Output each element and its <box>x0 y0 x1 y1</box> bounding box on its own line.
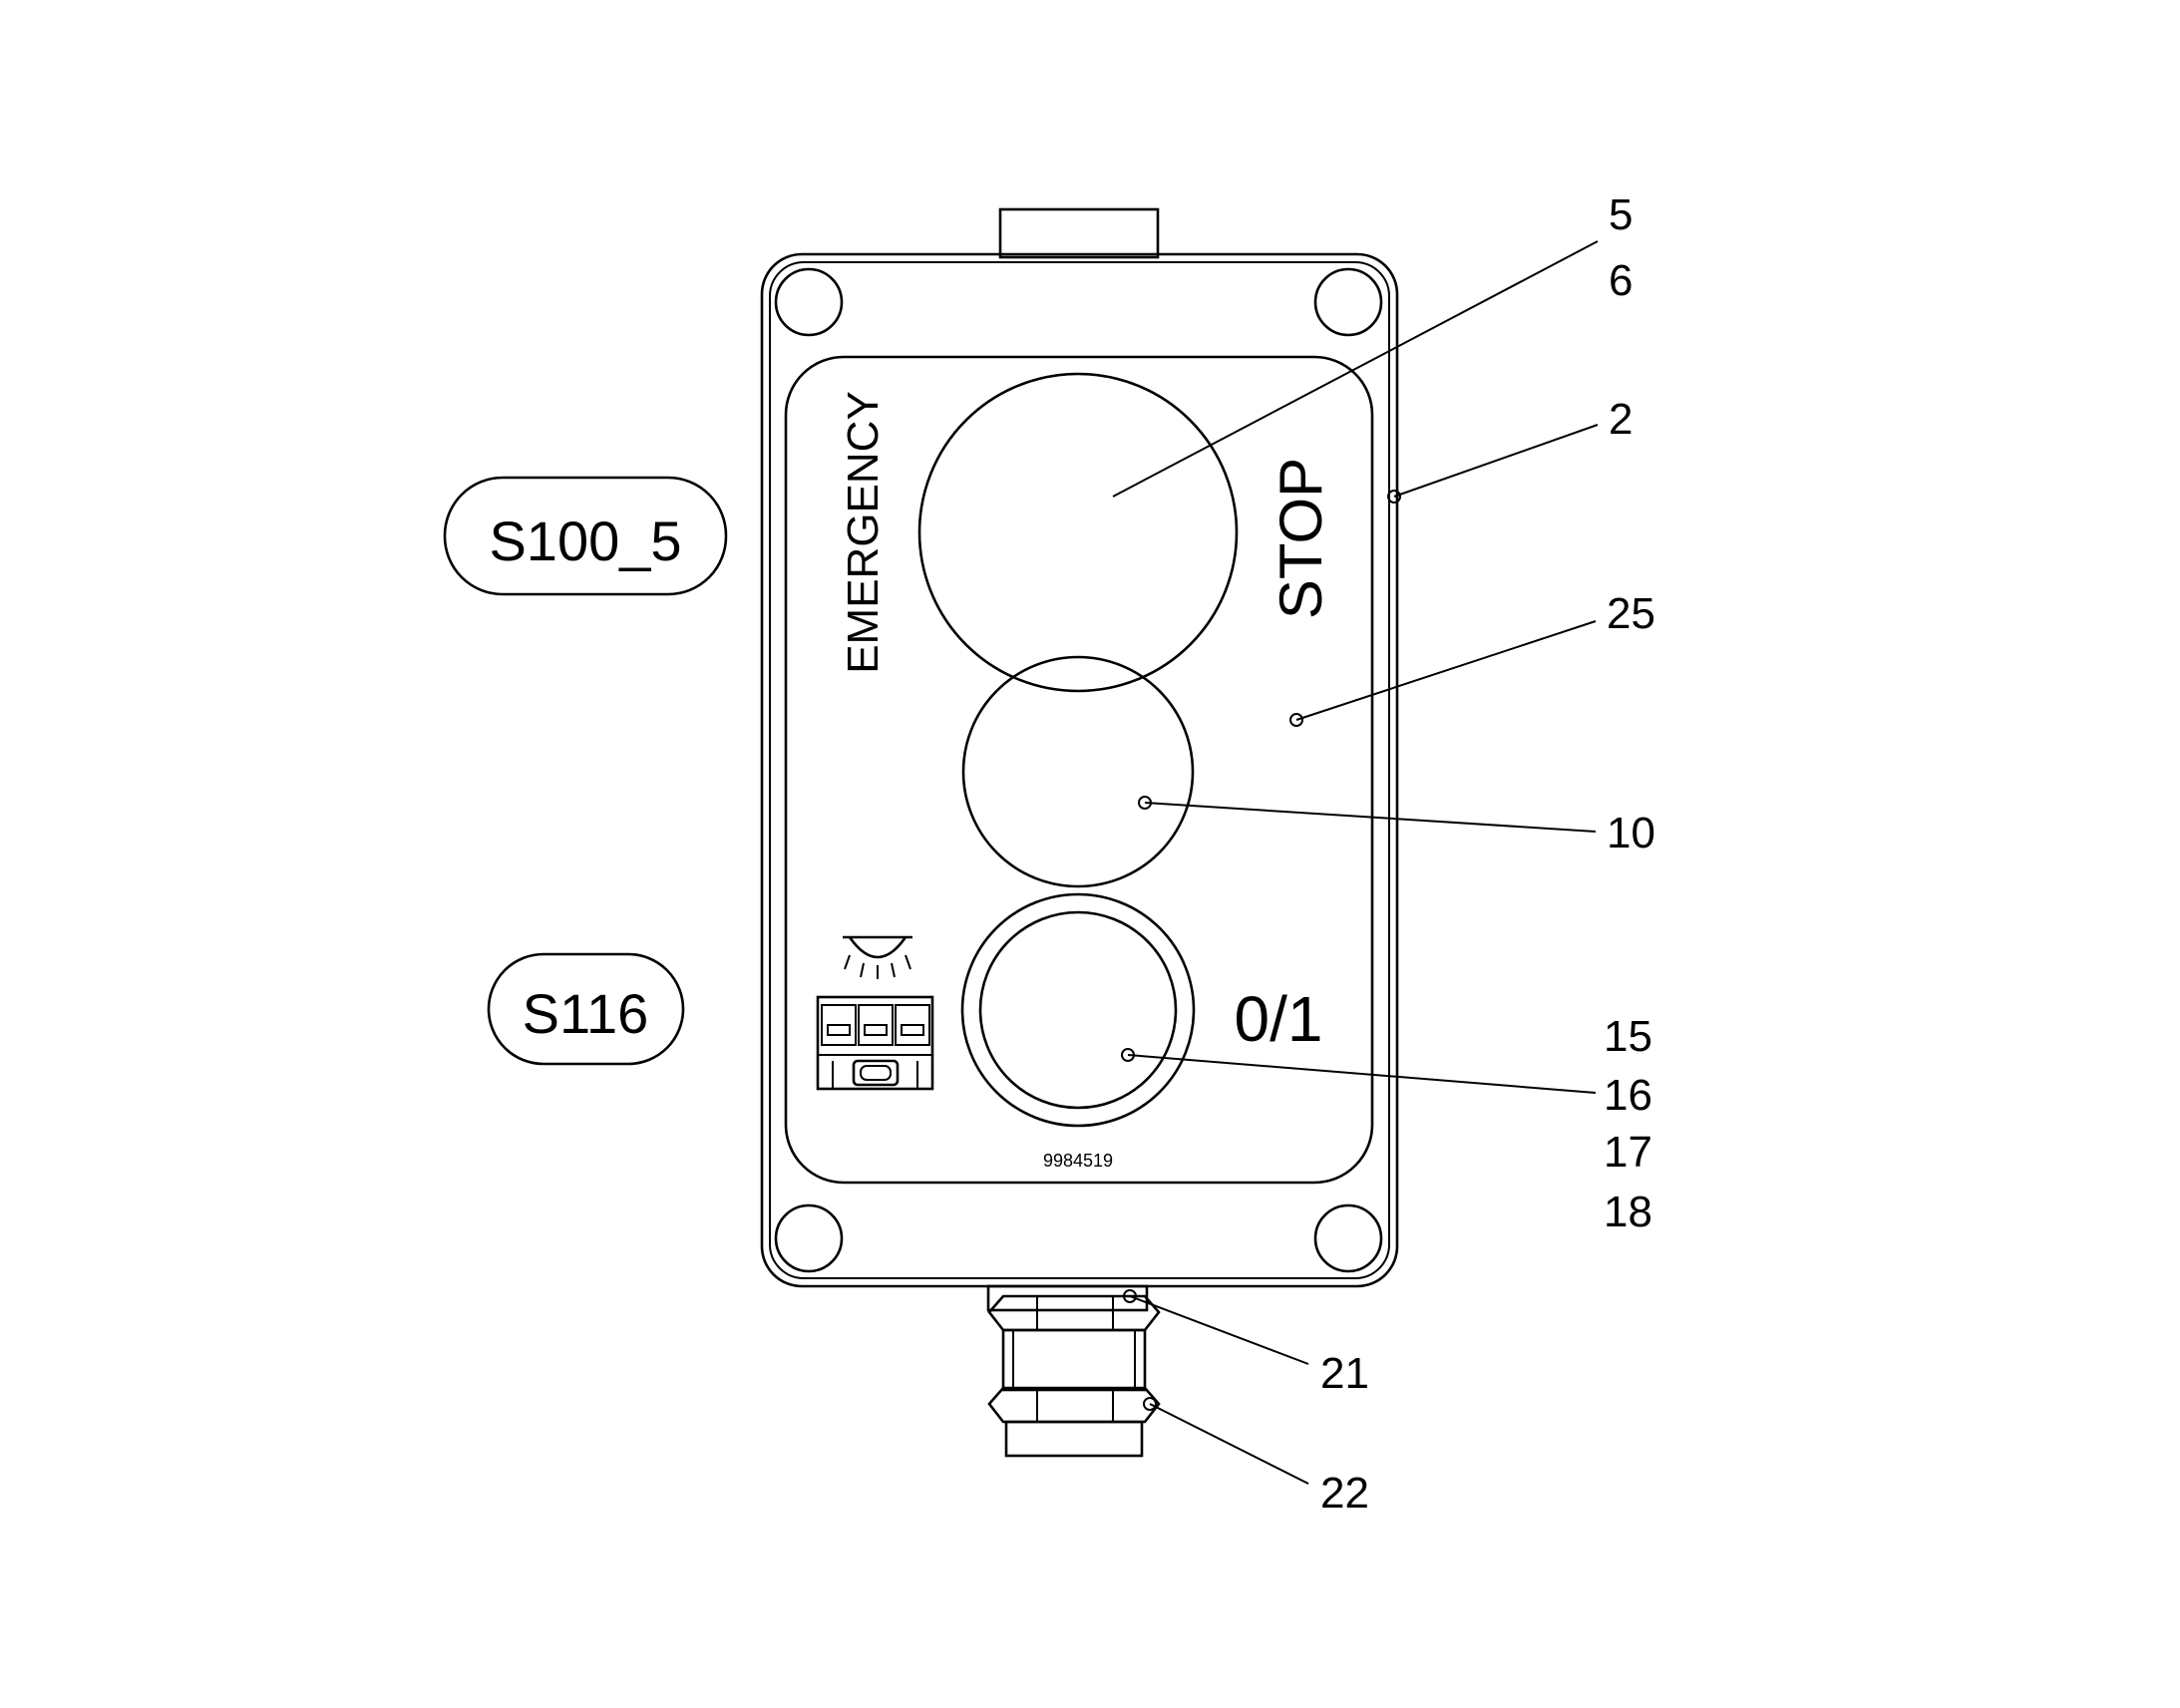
callout-2: 2 <box>1609 395 1633 444</box>
tag-s100-5: S100_5 <box>443 476 728 596</box>
switch-button <box>978 910 1178 1110</box>
switch-label: 0/1 <box>1235 983 1323 1055</box>
emergency-stop-collar <box>961 655 1195 888</box>
mounting-hole-bottom-right <box>1313 1203 1383 1273</box>
top-cable-entry <box>998 207 1160 259</box>
relay-block-icon <box>816 995 934 1091</box>
mounting-holes <box>774 267 1383 1273</box>
enclosure-body-inner-edge <box>769 261 1390 1279</box>
stop-label: STOP <box>1268 458 1334 619</box>
front-panel <box>784 355 1374 1185</box>
callout-22: 22 <box>1320 1469 1369 1518</box>
callout-25: 25 <box>1607 589 1655 638</box>
tag-s100-5-label: S100_5 <box>489 510 681 572</box>
callout-15: 15 <box>1604 1012 1652 1061</box>
leader-lines <box>1112 240 1599 1485</box>
tag-s116-label: S116 <box>523 982 649 1045</box>
part-number: 9984519 <box>1043 1151 1113 1171</box>
mounting-hole-top-right <box>1313 267 1383 337</box>
callout-10: 10 <box>1607 809 1655 857</box>
callout-16: 16 <box>1604 1071 1652 1120</box>
switch-outer-ring <box>960 892 1196 1128</box>
mounting-hole-top-left <box>774 267 844 337</box>
callout-18: 18 <box>1604 1188 1652 1236</box>
callout-6: 6 <box>1609 256 1633 305</box>
callout-17: 17 <box>1604 1128 1652 1177</box>
tag-s116: S116 <box>487 952 685 1066</box>
emergency-label: EMERGENCY <box>839 391 888 674</box>
emergency-stop-button <box>917 372 1239 693</box>
lamp-icon <box>843 935 912 979</box>
mounting-hole-bottom-left <box>774 1203 844 1273</box>
callout-21: 21 <box>1320 1349 1369 1398</box>
cable-gland <box>986 1284 1161 1458</box>
callout-5: 5 <box>1609 190 1633 239</box>
